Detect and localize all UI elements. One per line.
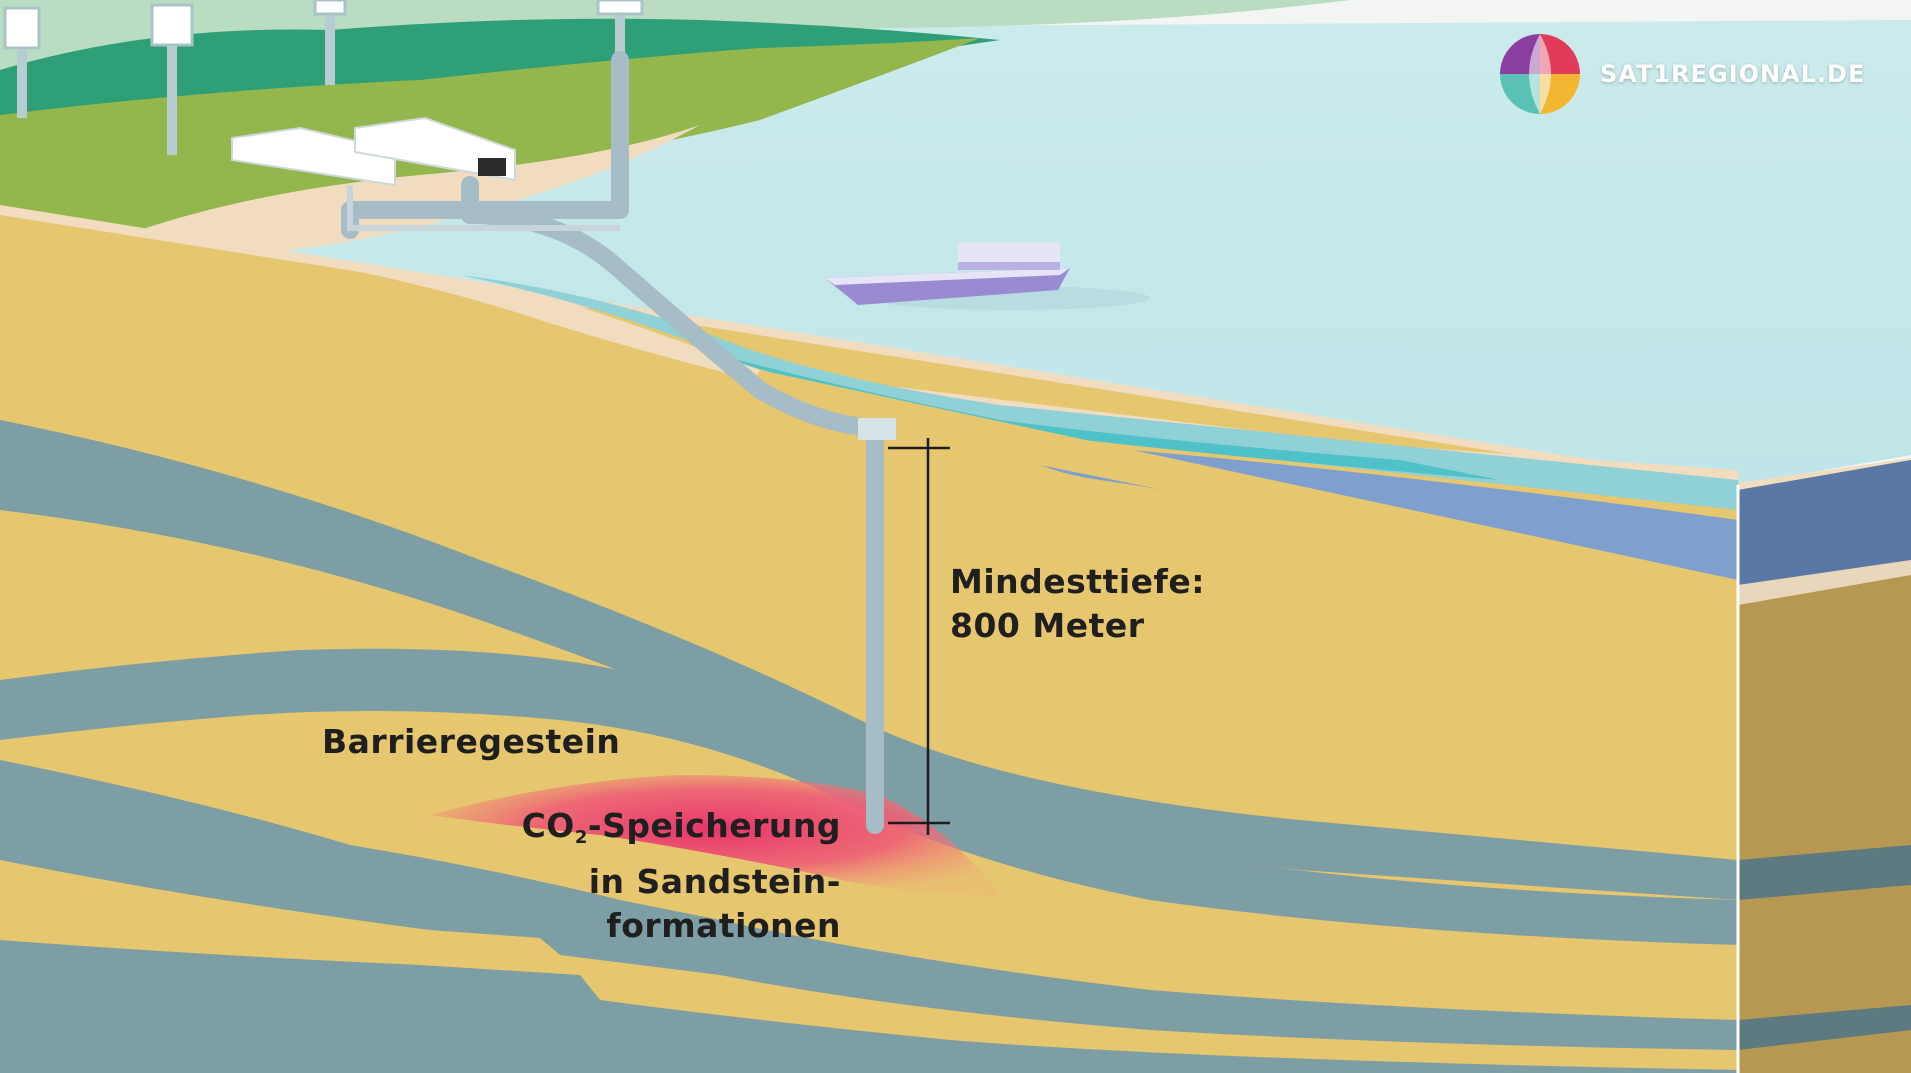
- wellhead: [858, 418, 896, 440]
- co2-subscript: 2: [574, 827, 588, 848]
- co2-plant: [231, 116, 620, 231]
- barrier-layer-1: [0, 420, 1738, 900]
- depth-bracket: [888, 438, 950, 835]
- shallow-water: [460, 275, 1738, 510]
- grass-land: [0, 38, 980, 230]
- barrier-layer-4: [0, 940, 1738, 1073]
- sat1-regional-brand: SAT1REGIONAL.DE: [1498, 32, 1865, 116]
- barrier-side: [1738, 845, 1911, 1050]
- side-water: [1738, 460, 1911, 585]
- sandstone-side: [1738, 460, 1911, 1073]
- brand-text: SAT1REGIONAL.DE: [1600, 60, 1866, 88]
- depth-label: Mindesttiefe: 800 Meter: [950, 560, 1205, 648]
- ship: [825, 243, 1150, 310]
- sat1-ball-logo-icon: [1500, 34, 1580, 114]
- co2-prefix: CO: [521, 806, 575, 845]
- beach: [140, 125, 700, 252]
- far-hills: [0, 0, 1350, 75]
- depth-label-line2: 800 Meter: [950, 606, 1145, 645]
- turbine-blades: [3, 0, 644, 50]
- co2-storage-label-line2: in Sandstein-: [588, 862, 841, 901]
- side-sand-cap: [1738, 560, 1911, 605]
- barrier-layer-3: [0, 760, 1738, 1050]
- barrier-rock-label: Barrieregestein: [322, 722, 621, 761]
- depth-label-line1: Mindesttiefe:: [950, 562, 1205, 601]
- mid-water: [700, 350, 1500, 480]
- co2-storage-label-line3: formationen: [606, 906, 841, 945]
- co2-storage-label-line1: CO2-Speicherung: [522, 804, 841, 860]
- seabed-floor: [740, 370, 1738, 605]
- co2-plume: [430, 775, 1000, 895]
- co2-suffix: -Speicherung: [587, 806, 841, 845]
- co2-storage-label: CO2-Speicherung in Sandstein- formatione…: [522, 804, 841, 948]
